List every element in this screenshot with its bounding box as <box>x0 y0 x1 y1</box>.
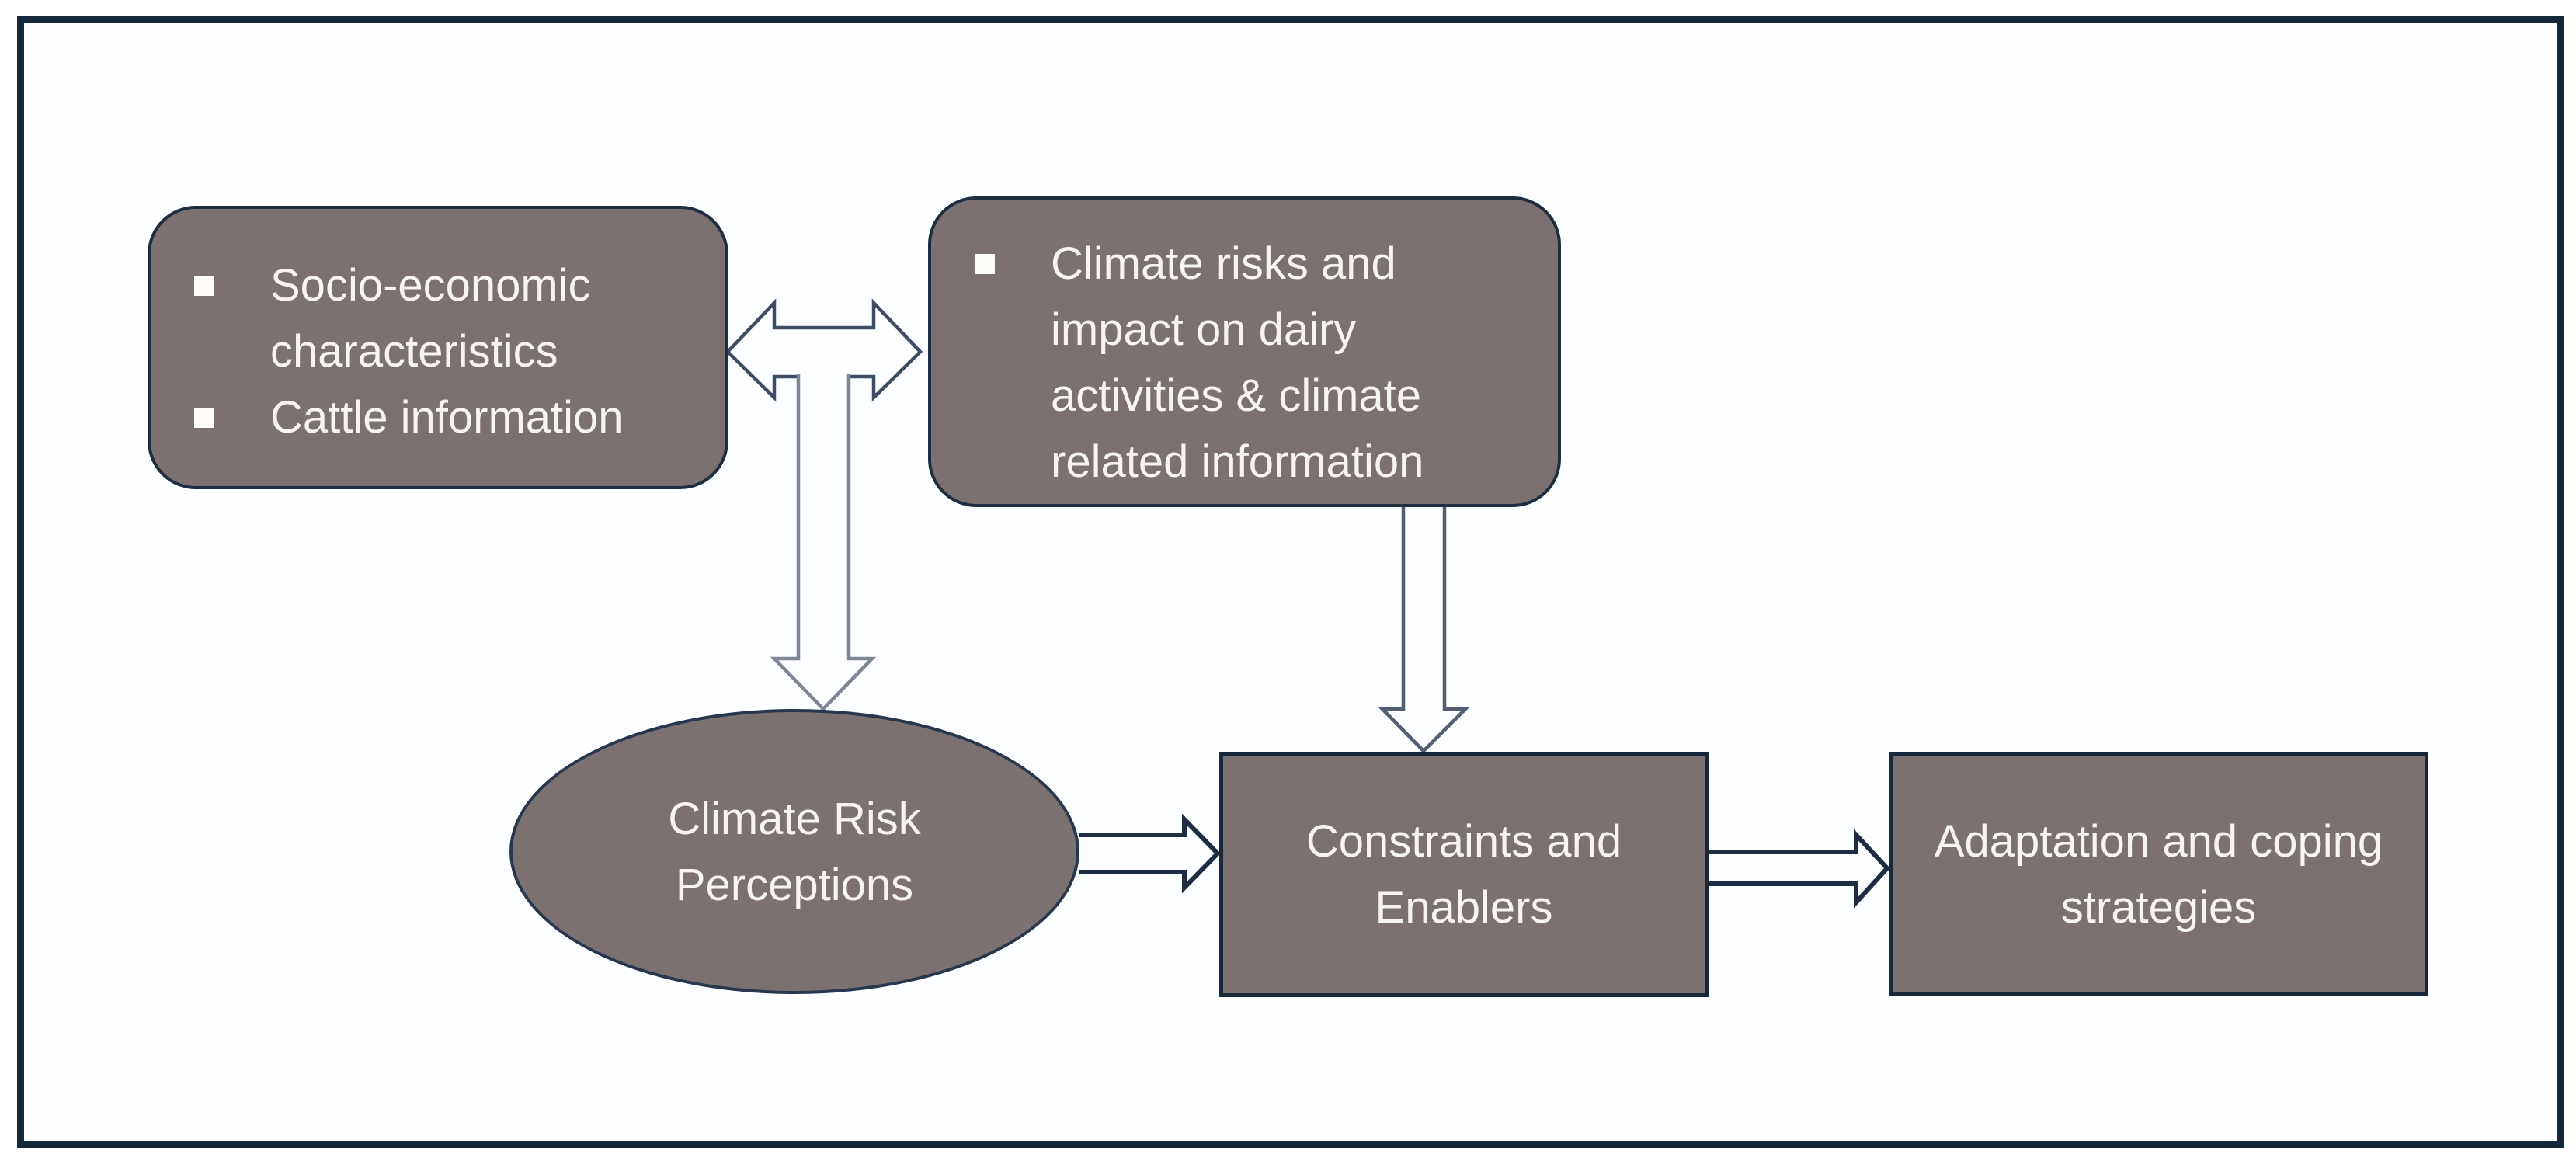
text-line: related information <box>1051 436 1424 487</box>
text-line: Enablers <box>1375 882 1553 933</box>
text-line: activities & climate <box>1051 370 1422 421</box>
list-item: Cattle information <box>194 384 702 450</box>
bullet-square-icon <box>194 408 214 428</box>
climate-risk-perceptions-ellipse: Climate Risk Perceptions <box>509 709 1079 994</box>
down-arrow-to-constraints-icon <box>1378 505 1470 754</box>
text-line: Climate Risk <box>668 793 921 844</box>
constraints-enablers-box: Constraints and Enablers <box>1219 752 1709 997</box>
adaptation-strategies-box: Adaptation and coping strategies <box>1889 752 2428 996</box>
down-arrow-to-perceptions-icon <box>770 374 877 712</box>
right-arrow-to-constraints-icon <box>1079 813 1222 894</box>
text-line: Climate risks and <box>1051 238 1396 289</box>
bullet-square-icon <box>975 254 995 274</box>
list-item: Socio-economic characteristics <box>194 252 702 384</box>
text-line: Cattle information <box>270 392 624 443</box>
text-line: impact on dairy <box>1051 304 1357 355</box>
text-line: strategies <box>2060 881 2257 933</box>
bullet-square-icon <box>194 276 214 296</box>
list-item-text: Climate risks and impact on dairy activi… <box>1051 231 1424 495</box>
right-arrow-to-adaptation-icon <box>1709 829 1891 909</box>
text-line: Socio-economic <box>270 260 591 311</box>
double-arrow-icon <box>725 298 923 402</box>
text-line: characteristics <box>270 326 558 377</box>
list-item-text: Socio-economic characteristics <box>270 252 591 384</box>
list-item-text: Cattle information <box>270 384 624 450</box>
survey-data-box: Socio-economic characteristics Cattle in… <box>148 206 728 489</box>
text-line: Constraints and <box>1305 816 1622 867</box>
text-line: Perceptions <box>675 859 914 910</box>
climate-risks-box: Climate risks and impact on dairy activi… <box>928 196 1561 507</box>
text-line: Adaptation and coping <box>1934 815 2383 867</box>
list-item: Climate risks and impact on dairy activi… <box>975 231 1542 495</box>
